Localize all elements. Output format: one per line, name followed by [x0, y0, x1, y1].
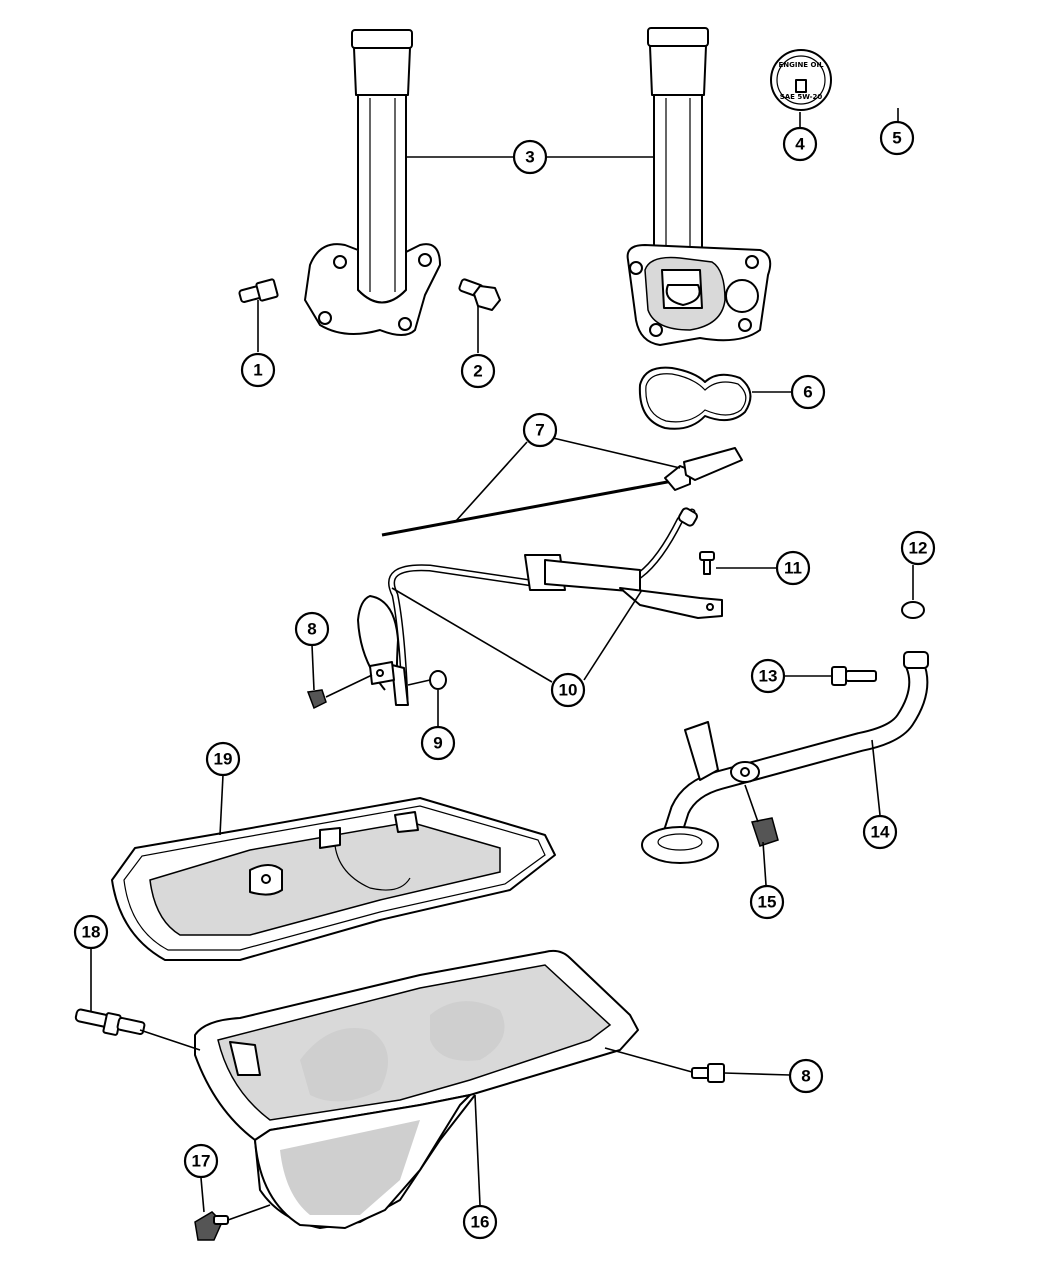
callout-4: 4 [782, 126, 818, 162]
bolt-8-lower [691, 1063, 725, 1083]
callout-18: 18 [73, 914, 109, 950]
callout-7: 7 [522, 412, 558, 448]
callout-11: 11 [775, 550, 811, 586]
svg-text:9: 9 [433, 734, 442, 753]
svg-text:10: 10 [559, 681, 578, 700]
seal-9 [429, 670, 447, 690]
svg-text:4: 4 [795, 135, 805, 154]
drain-plug-17 [194, 1211, 229, 1241]
svg-text:11: 11 [784, 559, 802, 578]
svg-text:15: 15 [758, 893, 777, 912]
callout-8-lower: 8 [788, 1058, 824, 1094]
svg-text:17: 17 [192, 1152, 211, 1171]
callout-13: 13 [750, 658, 786, 694]
oil-pan [194, 949, 639, 1229]
grommet-15 [751, 817, 779, 847]
svg-text:12: 12 [909, 539, 928, 558]
callout-14: 14 [862, 814, 898, 850]
callout-6: 6 [790, 374, 826, 410]
oil-fill-cap: ENGINE OIL SAE 5W-20 [770, 49, 832, 111]
callout-5: 5 [879, 120, 915, 156]
svg-text:2: 2 [473, 362, 482, 381]
oil-cap-label-bottom: SAE 5W-20 [780, 93, 823, 101]
bolt-2 [458, 278, 501, 311]
oil-pickup-tube [641, 651, 929, 864]
svg-text:8: 8 [801, 1067, 810, 1086]
housing-gasket [638, 366, 752, 430]
bolt-8-upper [306, 689, 327, 710]
svg-text:1: 1 [253, 361, 262, 380]
svg-text:19: 19 [214, 750, 233, 769]
callout-19: 19 [205, 741, 241, 777]
svg-text:18: 18 [82, 923, 101, 942]
bolt-13 [831, 666, 877, 686]
stud-18 [74, 1008, 146, 1036]
callout-10: 10 [550, 672, 586, 708]
svg-text:7: 7 [535, 421, 544, 440]
callout-17: 17 [183, 1143, 219, 1179]
oil-pan-gasket [111, 797, 556, 961]
svg-text:8: 8 [307, 620, 316, 639]
filler-tube-left [304, 29, 441, 336]
callout-1: 1 [240, 352, 276, 388]
filler-tube-right [626, 27, 772, 346]
callout-15: 15 [749, 884, 785, 920]
bolt-1 [238, 278, 279, 303]
svg-text:3: 3 [525, 148, 534, 167]
callout-12: 12 [900, 530, 936, 566]
callout-8-upper: 8 [294, 611, 330, 647]
dipstick-tube [357, 507, 723, 706]
callout-9: 9 [420, 725, 456, 761]
svg-text:6: 6 [803, 383, 812, 402]
svg-text:14: 14 [871, 823, 890, 842]
bolt-11 [699, 551, 715, 575]
svg-text:16: 16 [471, 1213, 490, 1232]
dipstick [381, 447, 743, 537]
callout-3: 3 [512, 139, 548, 175]
callout-16: 16 [462, 1204, 498, 1240]
leader-lines [90, 108, 914, 1221]
svg-text:5: 5 [892, 129, 901, 148]
svg-text:13: 13 [759, 667, 778, 686]
callout-2: 2 [460, 353, 496, 389]
o-ring-12 [901, 601, 925, 619]
oil-cap-label-top: ENGINE OIL [778, 61, 824, 69]
